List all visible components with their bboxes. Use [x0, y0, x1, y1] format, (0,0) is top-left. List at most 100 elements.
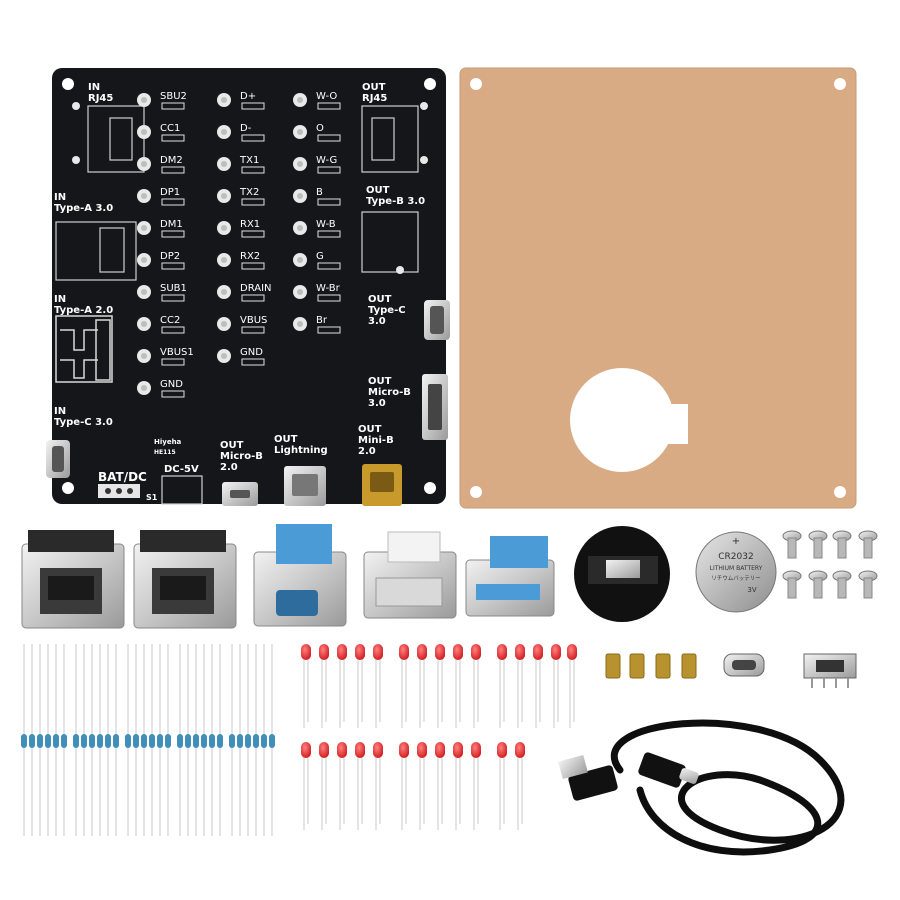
label-in-typea20-1: IN	[54, 294, 66, 305]
pcb-row-2-6: RX2	[217, 251, 265, 270]
pcb-signal-label: W-O	[316, 91, 337, 102]
type-c-socket	[723, 653, 765, 677]
pcb-row-1-8: CC2	[137, 315, 185, 334]
resistor-pad	[161, 198, 185, 206]
label-out-typec30-1: OUT	[368, 294, 392, 305]
led	[453, 742, 463, 830]
bat-dc-switch	[98, 484, 140, 498]
pcb-row-1-4: DP1	[137, 187, 185, 206]
led	[515, 742, 525, 830]
resistor	[37, 644, 43, 836]
resistor	[105, 644, 111, 836]
led	[337, 644, 347, 728]
screw	[808, 530, 828, 559]
pcb-signal-label: Br	[316, 315, 328, 326]
resistor	[253, 644, 259, 836]
coin-cell-holder	[574, 526, 670, 622]
led-set	[301, 644, 577, 830]
label-model: HE115	[154, 449, 176, 456]
pcb-signal-label: G	[316, 251, 324, 262]
resistor	[73, 644, 79, 836]
resistor	[245, 644, 251, 836]
resistor-pad	[241, 166, 265, 174]
resistor-pad	[317, 230, 341, 238]
led	[417, 742, 427, 830]
pcb-row-3-3: W-G	[293, 155, 341, 174]
standoff	[655, 653, 671, 679]
label-out-typeb30-2: Type-B 3.0	[366, 196, 425, 207]
pcb-signal-label: TX1	[239, 155, 259, 166]
pcb-signal-label: DP1	[160, 187, 180, 198]
resistor-pad	[241, 134, 265, 142]
pcb-row-2-8: VBUS	[217, 315, 267, 334]
resistor	[133, 644, 139, 836]
label-out-minib20-2: Mini-B	[358, 435, 394, 446]
resistor-pad	[241, 358, 265, 366]
led	[497, 644, 507, 728]
resistor	[149, 644, 155, 836]
resistor	[201, 644, 207, 836]
pcb-signal-label: SUB1	[160, 283, 187, 294]
screw	[782, 570, 802, 599]
label-out-lightning-2: Lightning	[274, 445, 328, 456]
resistor-pad	[317, 294, 341, 302]
pcb-row-1-6: DP2	[137, 251, 185, 270]
resistor-pad	[161, 294, 185, 302]
label-brand: Hiyeha	[154, 438, 182, 446]
slide-switch	[803, 653, 857, 688]
micro-b30-out-connector	[422, 374, 448, 440]
pcb-signal-label: CC2	[160, 315, 180, 326]
led	[471, 742, 481, 830]
screw-set	[782, 530, 878, 599]
rj45-jack-2	[133, 530, 237, 629]
led	[417, 644, 427, 728]
led	[567, 644, 577, 728]
screw	[832, 570, 852, 599]
standoff	[681, 653, 697, 679]
led	[399, 742, 409, 830]
led	[551, 644, 561, 728]
label-in-typec30-1: IN	[54, 406, 66, 417]
screw	[808, 570, 828, 599]
resistor-pad	[161, 358, 185, 366]
pcb-signal-label: SBU2	[160, 91, 187, 102]
resistor-set	[21, 644, 275, 836]
resistor-pad	[161, 262, 185, 270]
label-out-microb30-2: Micro-B	[368, 387, 411, 398]
resistor-pad	[161, 166, 185, 174]
led	[399, 644, 409, 728]
pcb-row-1-1: SBU2	[137, 91, 187, 110]
label-in-rj45-1: IN	[88, 82, 100, 93]
screw	[832, 530, 852, 559]
label-dc-5v: DC-5V	[164, 464, 199, 475]
label-out-typec30-2: Type-C	[368, 305, 406, 316]
label-in-typec30-2: Type-C 3.0	[54, 417, 113, 428]
pcb-signal-label: D+	[240, 91, 256, 102]
pcb-row-3-8: Br	[293, 315, 341, 334]
micro-b20-connector	[222, 482, 258, 506]
pcb-row-2-1: D+	[217, 91, 265, 110]
pcb-signal-label: DM1	[160, 219, 183, 230]
label-in-rj45-2: RJ45	[88, 93, 113, 104]
resistor	[177, 644, 183, 836]
resistor	[81, 644, 87, 836]
type-b30-footprint	[361, 211, 419, 274]
resistor-pad	[241, 262, 265, 270]
battery-model: CR2032	[718, 552, 753, 562]
pcb-row-3-2: O	[293, 123, 341, 142]
screw	[858, 570, 878, 599]
pcb-board: IN RJ45 IN Type-A 3.0 IN Type-A 2.0 IN T…	[46, 68, 450, 506]
label-out-microb30-3: 3.0	[368, 398, 386, 409]
resistor-pad	[317, 166, 341, 174]
resistor	[237, 644, 243, 836]
led	[355, 644, 365, 728]
label-out-rj45-2: RJ45	[362, 93, 387, 104]
label-out-minib20-3: 2.0	[358, 446, 376, 457]
label-s1: S1	[146, 493, 158, 502]
resistor	[61, 644, 67, 836]
pcb-row-3-1: W-O	[293, 91, 341, 110]
pcb-row-2-3: TX1	[217, 155, 265, 174]
resistor-pad	[317, 326, 341, 334]
led	[337, 742, 347, 830]
led	[355, 742, 365, 830]
